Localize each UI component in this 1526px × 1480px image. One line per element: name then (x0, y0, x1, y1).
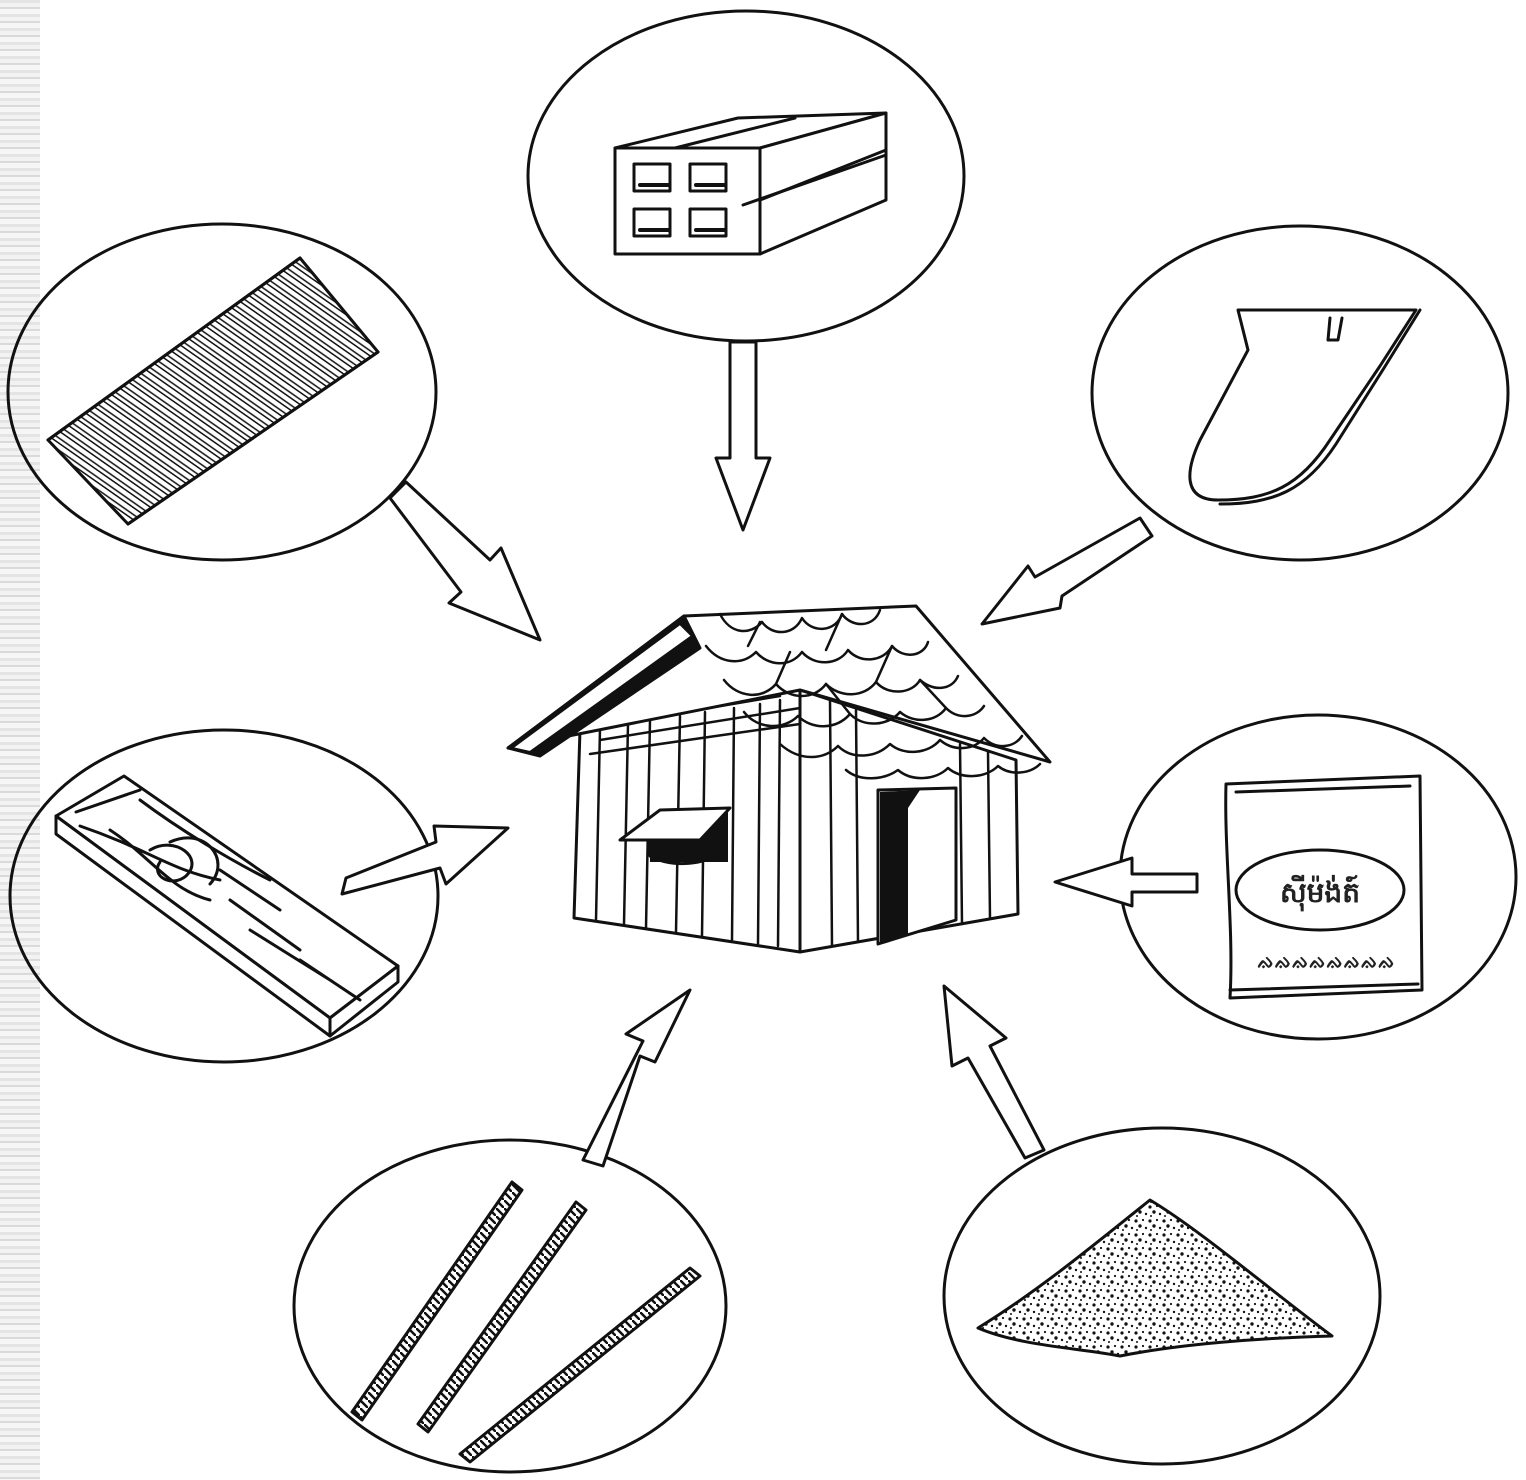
hollow-concrete-block-icon (615, 113, 886, 254)
wooden-plank-icon (56, 776, 398, 1036)
sand-pile-icon (978, 1200, 1332, 1356)
corrugated-sheet-icon (48, 258, 378, 524)
arrow-from-sand (944, 986, 1044, 1158)
steel-rebar-icon (352, 1182, 700, 1462)
cement-bag-label: ស៊ីម៉ង់ត៍ (1280, 874, 1360, 912)
roof-tile-icon (1190, 310, 1420, 504)
arrow-from-cement (1055, 858, 1197, 906)
house-icon (508, 606, 1050, 952)
arrow-from-rebar (583, 990, 690, 1166)
cement-bag-icon: ស៊ីម៉ង់ត៍ ᨁᨁᨁᨁᨁᨁᨁᨁ (1226, 776, 1422, 998)
arrow-from-sheet (390, 482, 540, 640)
arrow-from-tile (982, 518, 1152, 624)
arrow-from-block (716, 342, 770, 530)
cement-bag-small-print: ᨁᨁᨁᨁᨁᨁᨁᨁ (1257, 952, 1395, 973)
